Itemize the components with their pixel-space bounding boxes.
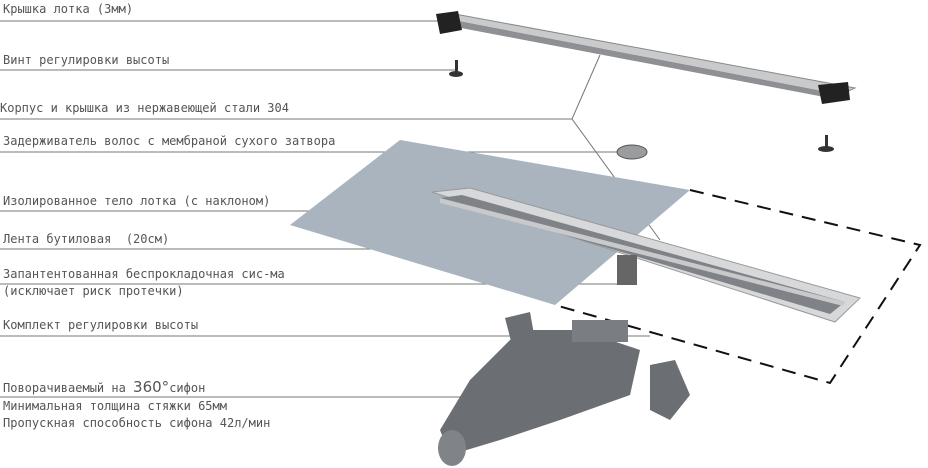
- height-screws: [449, 60, 834, 152]
- waterproof-membrane: [290, 140, 690, 305]
- siphon: [438, 312, 640, 466]
- siphon-degrees: 360°: [133, 378, 170, 396]
- label-patented-2: (исключает риск протечки): [3, 284, 184, 298]
- leader-lines: [0, 20, 661, 398]
- drain-channel: [431, 187, 861, 323]
- drain-cover: [436, 11, 857, 104]
- screed-outline: [554, 189, 922, 385]
- label-height-kit: Комплект регулировки высоты: [3, 318, 199, 332]
- label-patented-1: Запантентованная беспрокладочная сис-ма: [3, 267, 285, 281]
- label-siphon: Поворачиваемый на 360°сифон: [3, 378, 205, 396]
- height-kit-part: [650, 360, 690, 420]
- outlet-pipe: [617, 255, 637, 285]
- siphon-prefix: Поворачиваемый на: [3, 381, 134, 395]
- label-capacity: Пропускная способность сифона 42л/мин: [3, 416, 271, 430]
- label-cover: Крышка лотка (3мм): [3, 2, 134, 16]
- siphon-suffix: сифон: [169, 381, 206, 395]
- label-min-thickness: Минимальная толщина стяжки 65мм: [3, 399, 227, 413]
- label-screw: Винт регулировки высоты: [3, 53, 170, 67]
- label-butyl-tape: Лента бутиловая (20см): [3, 232, 170, 246]
- label-body-steel: Корпус и крышка из нержавеющей стали 304: [0, 101, 289, 115]
- hair-trap: [616, 144, 648, 160]
- label-hair-trap: Задерживатель волос с мембраной сухого з…: [3, 134, 336, 148]
- label-insulated-body: Изолированное тело лотка (с наклоном): [3, 194, 271, 208]
